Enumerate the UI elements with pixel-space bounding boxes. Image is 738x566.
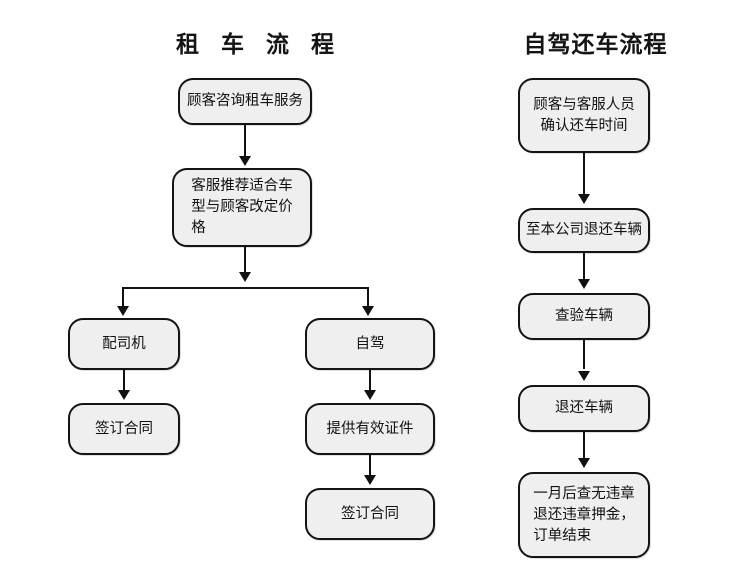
node-sign-contract-self-drive[interactable]: 签订合同	[305, 488, 435, 540]
node-label: 签订合同	[95, 420, 153, 437]
node-label: 配司机	[102, 335, 146, 352]
arrowhead-icon-r2-r3	[578, 279, 590, 289]
node-refund-violation-deposit[interactable]: 一月后查无违章 退还违章押金， 订单结束	[518, 472, 650, 558]
arrowhead-icon-branch-left	[117, 306, 129, 316]
connector-line-l4b-l5b	[369, 455, 371, 477]
node-label: 自驾	[355, 335, 385, 352]
arrowhead-icon-l2-split	[239, 272, 251, 282]
node-label: 客服推荐适合车 型与顾客改定价 格	[191, 178, 293, 236]
node-self-drive[interactable]: 自驾	[305, 318, 435, 370]
node-agent-recommend-car[interactable]: 客服推荐适合车 型与顾客改定价 格	[172, 168, 312, 247]
connector-line-r3-r4	[583, 340, 585, 369]
connector-line-r2-r3	[583, 253, 585, 281]
node-give-back-vehicle[interactable]: 退还车辆	[518, 385, 650, 432]
arrowhead-icon-l1-l2	[239, 156, 251, 166]
connector-line-l2-split	[244, 247, 246, 275]
node-sign-contract-driver[interactable]: 签订合同	[68, 403, 180, 455]
arrowhead-icon-l3a-l4a	[118, 390, 130, 400]
arrowhead-icon-l4b-l5b	[364, 475, 376, 485]
node-confirm-return-time[interactable]: 顾客与客服人员 确认还车时间	[518, 78, 650, 153]
connector-branch-bus	[122, 287, 368, 289]
node-label: 退还车辆	[555, 400, 613, 416]
node-label: 提供有效证件	[326, 420, 414, 437]
node-label: 签订合同	[341, 505, 399, 522]
node-label: 查验车辆	[555, 308, 613, 324]
connector-line-l3b-l4b	[369, 370, 371, 392]
node-label: 一月后查无违章 退还违章押金， 订单结束	[533, 485, 635, 544]
node-label: 至本公司退还车辆	[526, 222, 642, 238]
arrowhead-icon-r3-r4	[578, 371, 590, 381]
connector-line-r4-r5	[583, 432, 585, 460]
arrowhead-icon-branch-right	[362, 306, 374, 316]
connector-line-branch-right	[367, 287, 369, 309]
node-assign-driver[interactable]: 配司机	[68, 318, 180, 370]
node-customer-inquiry[interactable]: 顾客咨询租车服务	[178, 78, 312, 125]
node-return-vehicle-to-company[interactable]: 至本公司退还车辆	[518, 208, 650, 253]
arrowhead-icon-r4-r5	[578, 458, 590, 468]
node-label: 顾客咨询租车服务	[187, 93, 303, 109]
connector-line-l3a-l4a	[123, 370, 125, 392]
node-inspect-vehicle[interactable]: 查验车辆	[518, 293, 650, 340]
connector-line-r1-r2	[583, 153, 585, 196]
node-label: 顾客与客服人员 确认还车时间	[533, 96, 635, 134]
arrowhead-icon-l3b-l4b	[364, 390, 376, 400]
node-provide-valid-documents[interactable]: 提供有效证件	[305, 403, 435, 455]
page-title-rental-process: 租 车 流 程	[175, 31, 342, 58]
connector-line-l1-l2	[244, 125, 246, 158]
page-title-return-process: 自驾还车流程	[523, 31, 668, 58]
connector-line-branch-left	[122, 287, 124, 309]
arrowhead-icon-r1-r2	[578, 194, 590, 204]
